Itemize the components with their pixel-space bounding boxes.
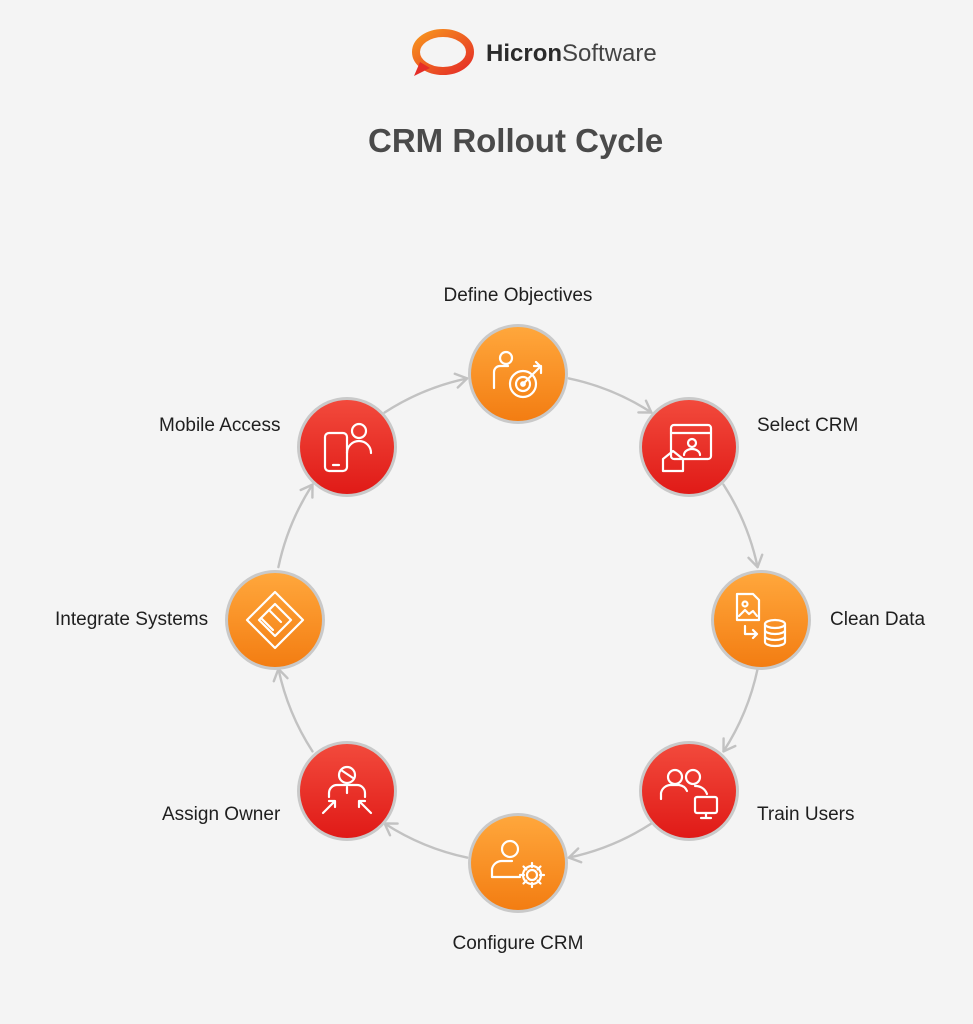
brand-name: HicronSoftware bbox=[486, 40, 657, 68]
brand-name-bold: Hicron bbox=[486, 40, 563, 67]
brand-logo: HicronSoftware bbox=[410, 28, 657, 80]
user-gear-icon bbox=[490, 839, 546, 889]
cycle-step-node bbox=[225, 570, 325, 670]
title-area: CRM Rollout Cycle bbox=[0, 122, 973, 168]
step-label: Train Users bbox=[757, 804, 855, 825]
cycle-arrow bbox=[722, 667, 759, 753]
cycle-nodes bbox=[225, 324, 811, 913]
step-label: Select CRM bbox=[757, 415, 859, 436]
node-circle bbox=[642, 744, 736, 838]
node-circle bbox=[714, 573, 808, 667]
mobile-user-icon bbox=[323, 422, 373, 473]
cycle-step-node bbox=[468, 324, 568, 424]
step-label: Clean Data bbox=[830, 609, 926, 630]
step-label: Define Objectives bbox=[443, 285, 593, 306]
cycle-arrow bbox=[567, 822, 653, 864]
step-label: Integrate Systems bbox=[55, 609, 209, 630]
cycle-step-node bbox=[297, 397, 397, 497]
hicron-logo-icon bbox=[412, 29, 474, 76]
users-monitor-icon bbox=[659, 768, 719, 820]
cycle-arrows bbox=[272, 372, 764, 864]
cycle-step-node bbox=[639, 741, 739, 841]
brand-name-light: Software bbox=[562, 40, 657, 67]
node-circle bbox=[471, 816, 565, 910]
page-title: CRM Rollout Cycle bbox=[368, 122, 664, 159]
cycle-arrow bbox=[272, 667, 314, 753]
step-label: Assign Owner bbox=[162, 804, 281, 825]
target-person-icon bbox=[492, 350, 543, 399]
cycle-arrow bbox=[383, 372, 469, 414]
integration-diamond-icon bbox=[245, 590, 305, 650]
step-label: Configure CRM bbox=[452, 933, 584, 954]
cycle-arrow bbox=[567, 377, 653, 414]
cycle-arrow bbox=[277, 483, 314, 569]
cycle-arrow bbox=[722, 483, 764, 569]
step-label: Mobile Access bbox=[159, 415, 281, 436]
data-transfer-icon bbox=[735, 592, 787, 648]
node-circle bbox=[471, 327, 565, 421]
cycle-arrow bbox=[383, 822, 469, 859]
cycle-step-node bbox=[711, 570, 811, 670]
cycle-step-node bbox=[639, 397, 739, 497]
cycle-step-node bbox=[297, 741, 397, 841]
cycle-step-node bbox=[468, 813, 568, 913]
owner-arrows-icon bbox=[321, 765, 373, 815]
node-circle bbox=[228, 573, 322, 667]
browser-house-icon bbox=[661, 423, 713, 473]
